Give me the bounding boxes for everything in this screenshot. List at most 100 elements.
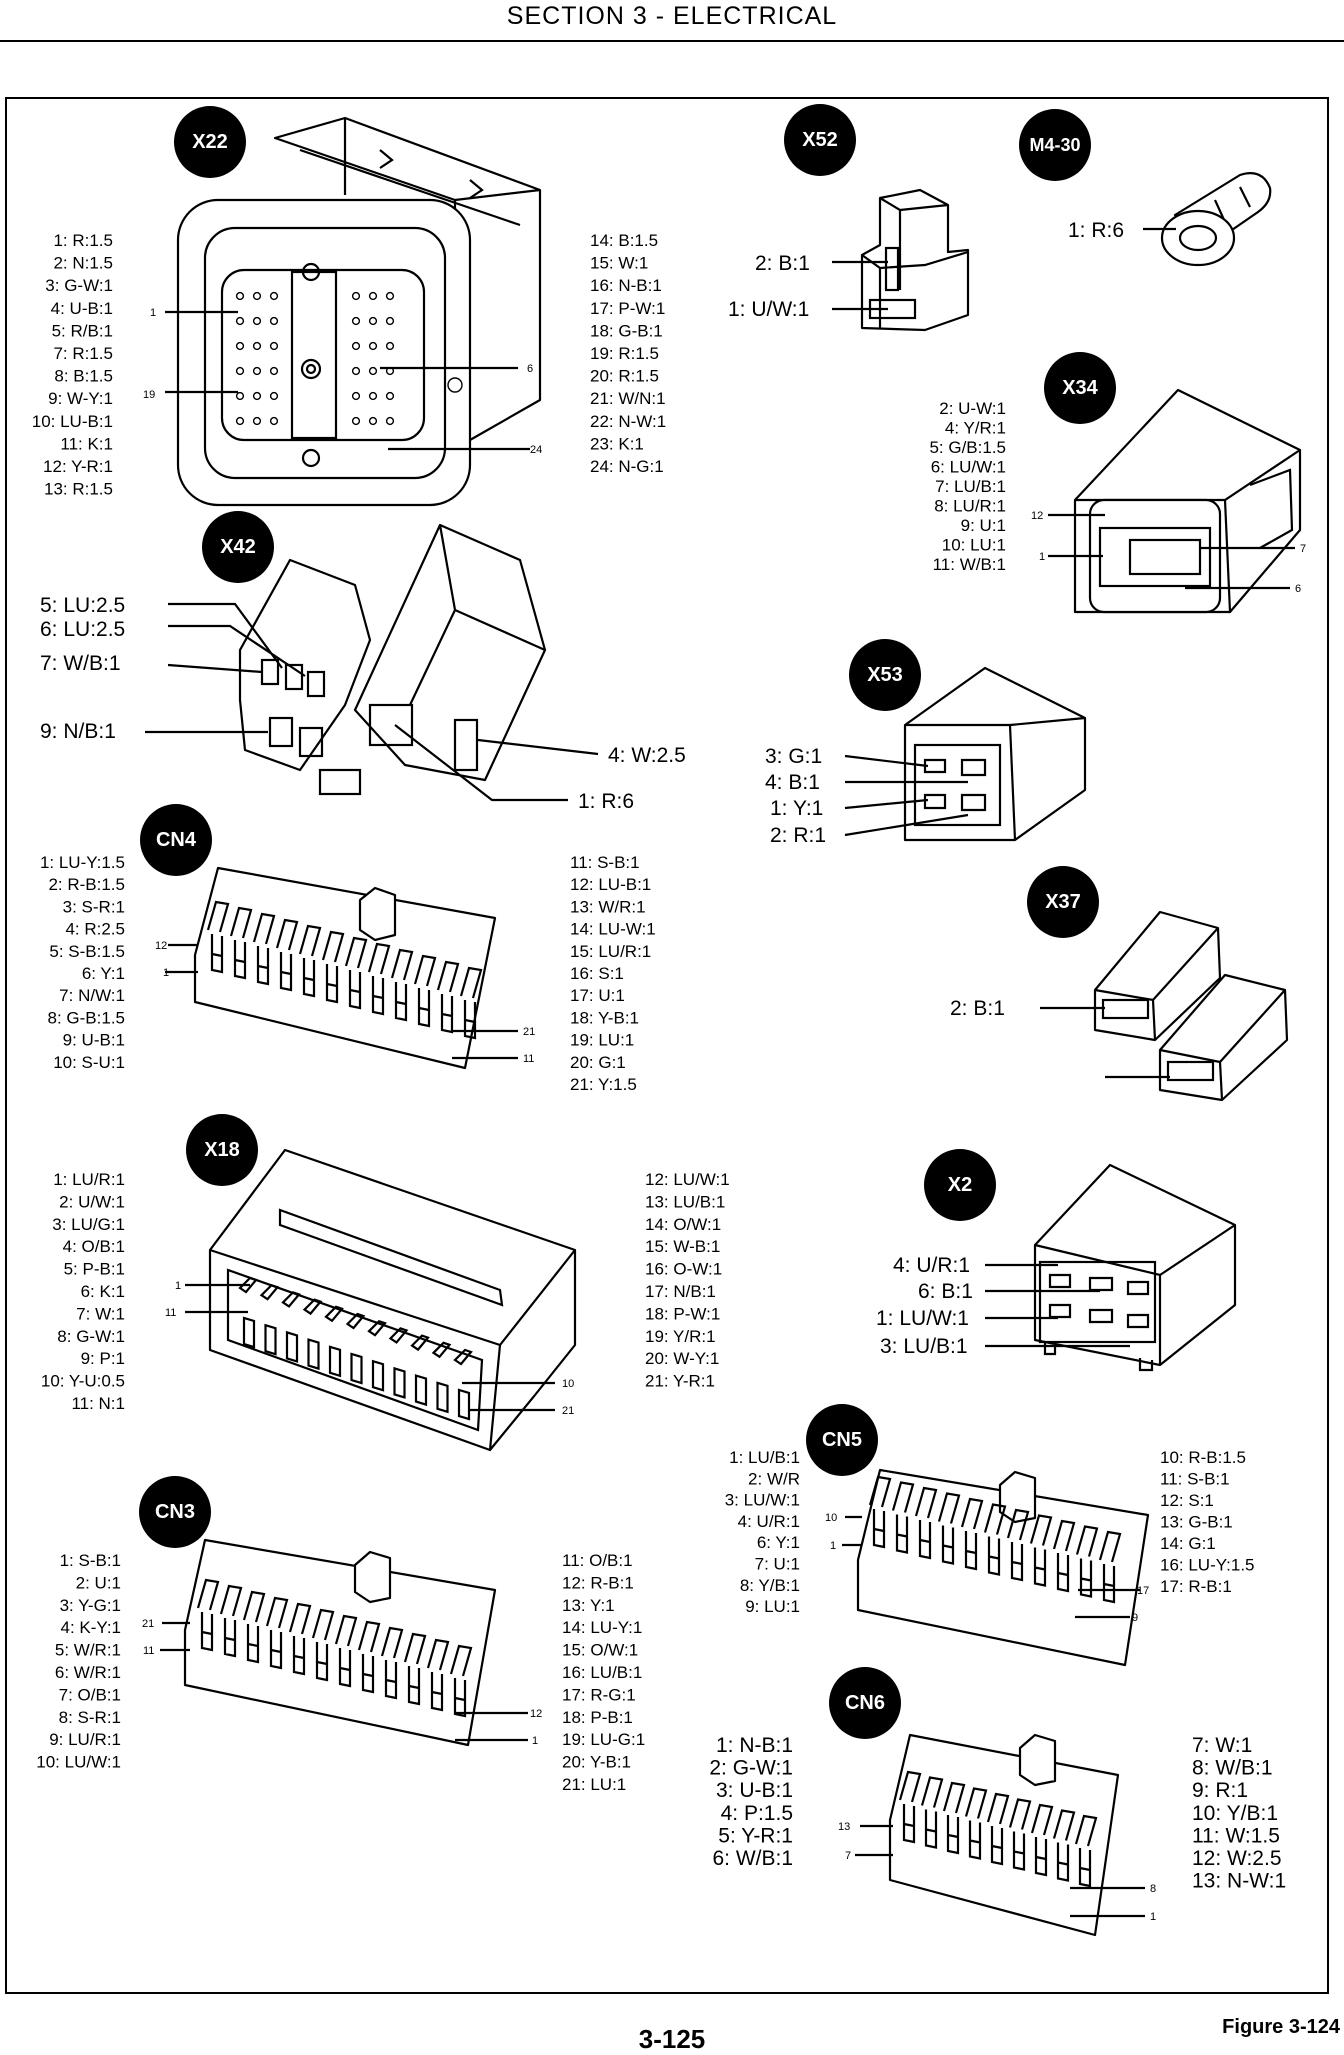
x34-label: X34	[1062, 377, 1098, 399]
pin-label: 10: R-B:1.5	[1160, 1448, 1246, 1467]
pin-label: 18: Y-B:1	[570, 1008, 639, 1027]
x18-marker-21: 21	[562, 1405, 574, 1417]
pin-label: 8: Y/B:1	[740, 1576, 800, 1595]
cn6-marker-7: 7	[845, 1850, 851, 1862]
pin-label: 5: P-B:1	[64, 1260, 125, 1279]
x22-marker-6: 6	[527, 363, 533, 375]
x34-pin-list: 2: U-W:14: Y/R:15: G/B:1.56: LU/W:17: LU…	[929, 399, 1006, 574]
pin-label: 1: LU/B:1	[729, 1448, 800, 1467]
x18-drawing	[208, 1148, 577, 1452]
x37-pin-2: 2: B:1	[950, 997, 1005, 1020]
pin-label: 19: Y/R:1	[645, 1327, 716, 1346]
cn3-badge	[139, 1476, 211, 1548]
pin-label: 15: W-B:1	[645, 1237, 720, 1256]
pin-label: 3: LU/G:1	[52, 1215, 125, 1234]
x18-marker-1: 1	[175, 1280, 181, 1292]
pin-label: 11: W/B:1	[933, 555, 1006, 574]
cn3-marker-11: 11	[143, 1645, 154, 1657]
pin-label: 6: W/R:1	[55, 1663, 121, 1682]
pin-label: 2: U/W:1	[59, 1192, 125, 1211]
cn5-marker-1: 1	[830, 1540, 836, 1552]
pin-label: 24: N-G:1	[590, 457, 664, 476]
pin-label: 4: O/B:1	[63, 1237, 125, 1256]
pin-label: 17: U:1	[570, 986, 625, 1005]
pin-label: 12: R-B:1	[562, 1573, 634, 1592]
x34-drawing	[1073, 388, 1302, 614]
m430-pin-1: 1: R:6	[1068, 219, 1124, 242]
x52-pin-2: 2: B:1	[755, 252, 810, 275]
cn6-label: CN6	[845, 1692, 885, 1714]
pin-label: 13: R:1.5	[44, 480, 113, 499]
x2-badge	[924, 1149, 996, 1221]
pin-label: 14: LU-W:1	[570, 920, 656, 939]
cn3-pin-list-right: 11: O/B:112: R-B:113: Y:114: LU-Y:115: O…	[562, 1551, 645, 1794]
pin-label: 2: N:1.5	[53, 254, 113, 273]
x42-pin-4: 4: W:2.5	[608, 744, 686, 767]
pin-label: 12: Y-R:1	[43, 457, 113, 476]
pin-label: 8: B:1.5	[54, 367, 113, 386]
pin-label: 8: G-B:1.5	[48, 1008, 125, 1027]
cn4-marker-21: 21	[523, 1026, 535, 1038]
pin-label: 1: LU/R:1	[53, 1170, 125, 1189]
connector-x2: X2 4: U/R:1 6: B:1 1: LU/W:1 3: LU/B:1	[876, 1149, 1237, 1372]
m430-badge	[1019, 109, 1091, 181]
pin-label: 21: W/N:1	[590, 389, 666, 408]
pin-label: 3: U-B:1	[716, 1779, 793, 1802]
x2-label: X2	[948, 1174, 972, 1196]
m430-drawing	[1160, 172, 1272, 267]
pin-label: 21: Y-R:1	[645, 1372, 715, 1391]
cn5-marker-17: 17	[1137, 1585, 1149, 1597]
x2-drawing	[1033, 1163, 1237, 1372]
pin-label: 5: Y-R:1	[718, 1824, 793, 1847]
pin-label: 9: R:1	[1192, 1779, 1248, 1802]
x42-pin-5: 5: LU:2.5	[40, 594, 125, 617]
pin-label: 4: R:2.5	[65, 920, 125, 939]
pin-label: 13: N-W:1	[1192, 1870, 1286, 1893]
pin-label: 14: G:1	[1160, 1534, 1216, 1553]
cn3-drawing	[183, 1538, 497, 1747]
x22-pin-list-left: 1: R:1.52: N:1.53: G-W:14: U-B:15: R/B:1…	[32, 231, 113, 499]
connector-x34: X34 2: U-W:14: Y/R:15: G/B:1.56: LU/W:17…	[929, 352, 1306, 614]
pin-label: 12: LU-B:1	[570, 875, 651, 894]
x2-pin-1: 1: LU/W:1	[876, 1307, 969, 1330]
x53-label: X53	[867, 664, 903, 686]
connector-x37: X37 2: B:1	[950, 866, 1289, 1102]
header-rule	[0, 40, 1344, 42]
pin-label: 7: W:1	[1192, 1734, 1252, 1757]
x22-marker-1: 1	[150, 307, 156, 319]
pin-label: 6: LU/W:1	[931, 458, 1006, 477]
pin-label: 16: LU/B:1	[562, 1663, 642, 1682]
pin-label: 1: S-B:1	[60, 1551, 121, 1570]
pin-label: 8: W/B:1	[1192, 1757, 1273, 1780]
x52-badge	[784, 104, 856, 176]
pin-label: 17: P-W:1	[590, 299, 665, 318]
pin-label: 9: U:1	[961, 516, 1006, 535]
x53-drawing	[903, 666, 1087, 842]
cn3-marker-12: 12	[530, 1708, 542, 1720]
x22-marker-19: 19	[143, 389, 155, 401]
x34-badge	[1044, 352, 1116, 424]
pin-label: 18: G-B:1	[590, 321, 663, 340]
x22-label: X22	[192, 131, 228, 153]
connector-x42: X42 5: LU:2.5 6: LU:2.5 7: W/B:1 9: N/B:…	[40, 511, 686, 813]
pin-label: 19: R:1.5	[590, 344, 659, 363]
pin-label: 9: W-Y:1	[48, 389, 113, 408]
pin-label: 11: O/B:1	[562, 1551, 633, 1570]
pin-label: 5: W/R:1	[55, 1641, 121, 1660]
x18-pin-list-right: 12: LU/W:113: LU/B:114: O/W:115: W-B:116…	[645, 1170, 730, 1391]
connector-cn4: CN4 1: LU-Y:1.52: R-B:1.53: S-R:14: R:2.…	[40, 804, 656, 1094]
pin-label: 4: K-Y:1	[61, 1618, 121, 1637]
pin-label: 9: LU:1	[745, 1597, 800, 1616]
x52-pin-1: 1: U/W:1	[728, 298, 809, 321]
pin-label: 15: W:1	[590, 254, 648, 273]
cn4-marker-11: 11	[523, 1053, 534, 1065]
pin-label: 22: N-W:1	[590, 412, 666, 431]
pin-label: 5: R/B:1	[52, 321, 113, 340]
pin-label: 14: LU-Y:1	[562, 1618, 642, 1637]
cn6-marker-8: 8	[1150, 1883, 1156, 1895]
pin-label: 20: G:1	[570, 1053, 626, 1072]
cn4-drawing	[193, 866, 497, 1070]
pin-label: 5: S-B:1.5	[49, 942, 125, 961]
pin-label: 1: LU-Y:1.5	[40, 853, 125, 872]
pin-label: 4: U/R:1	[738, 1512, 800, 1531]
